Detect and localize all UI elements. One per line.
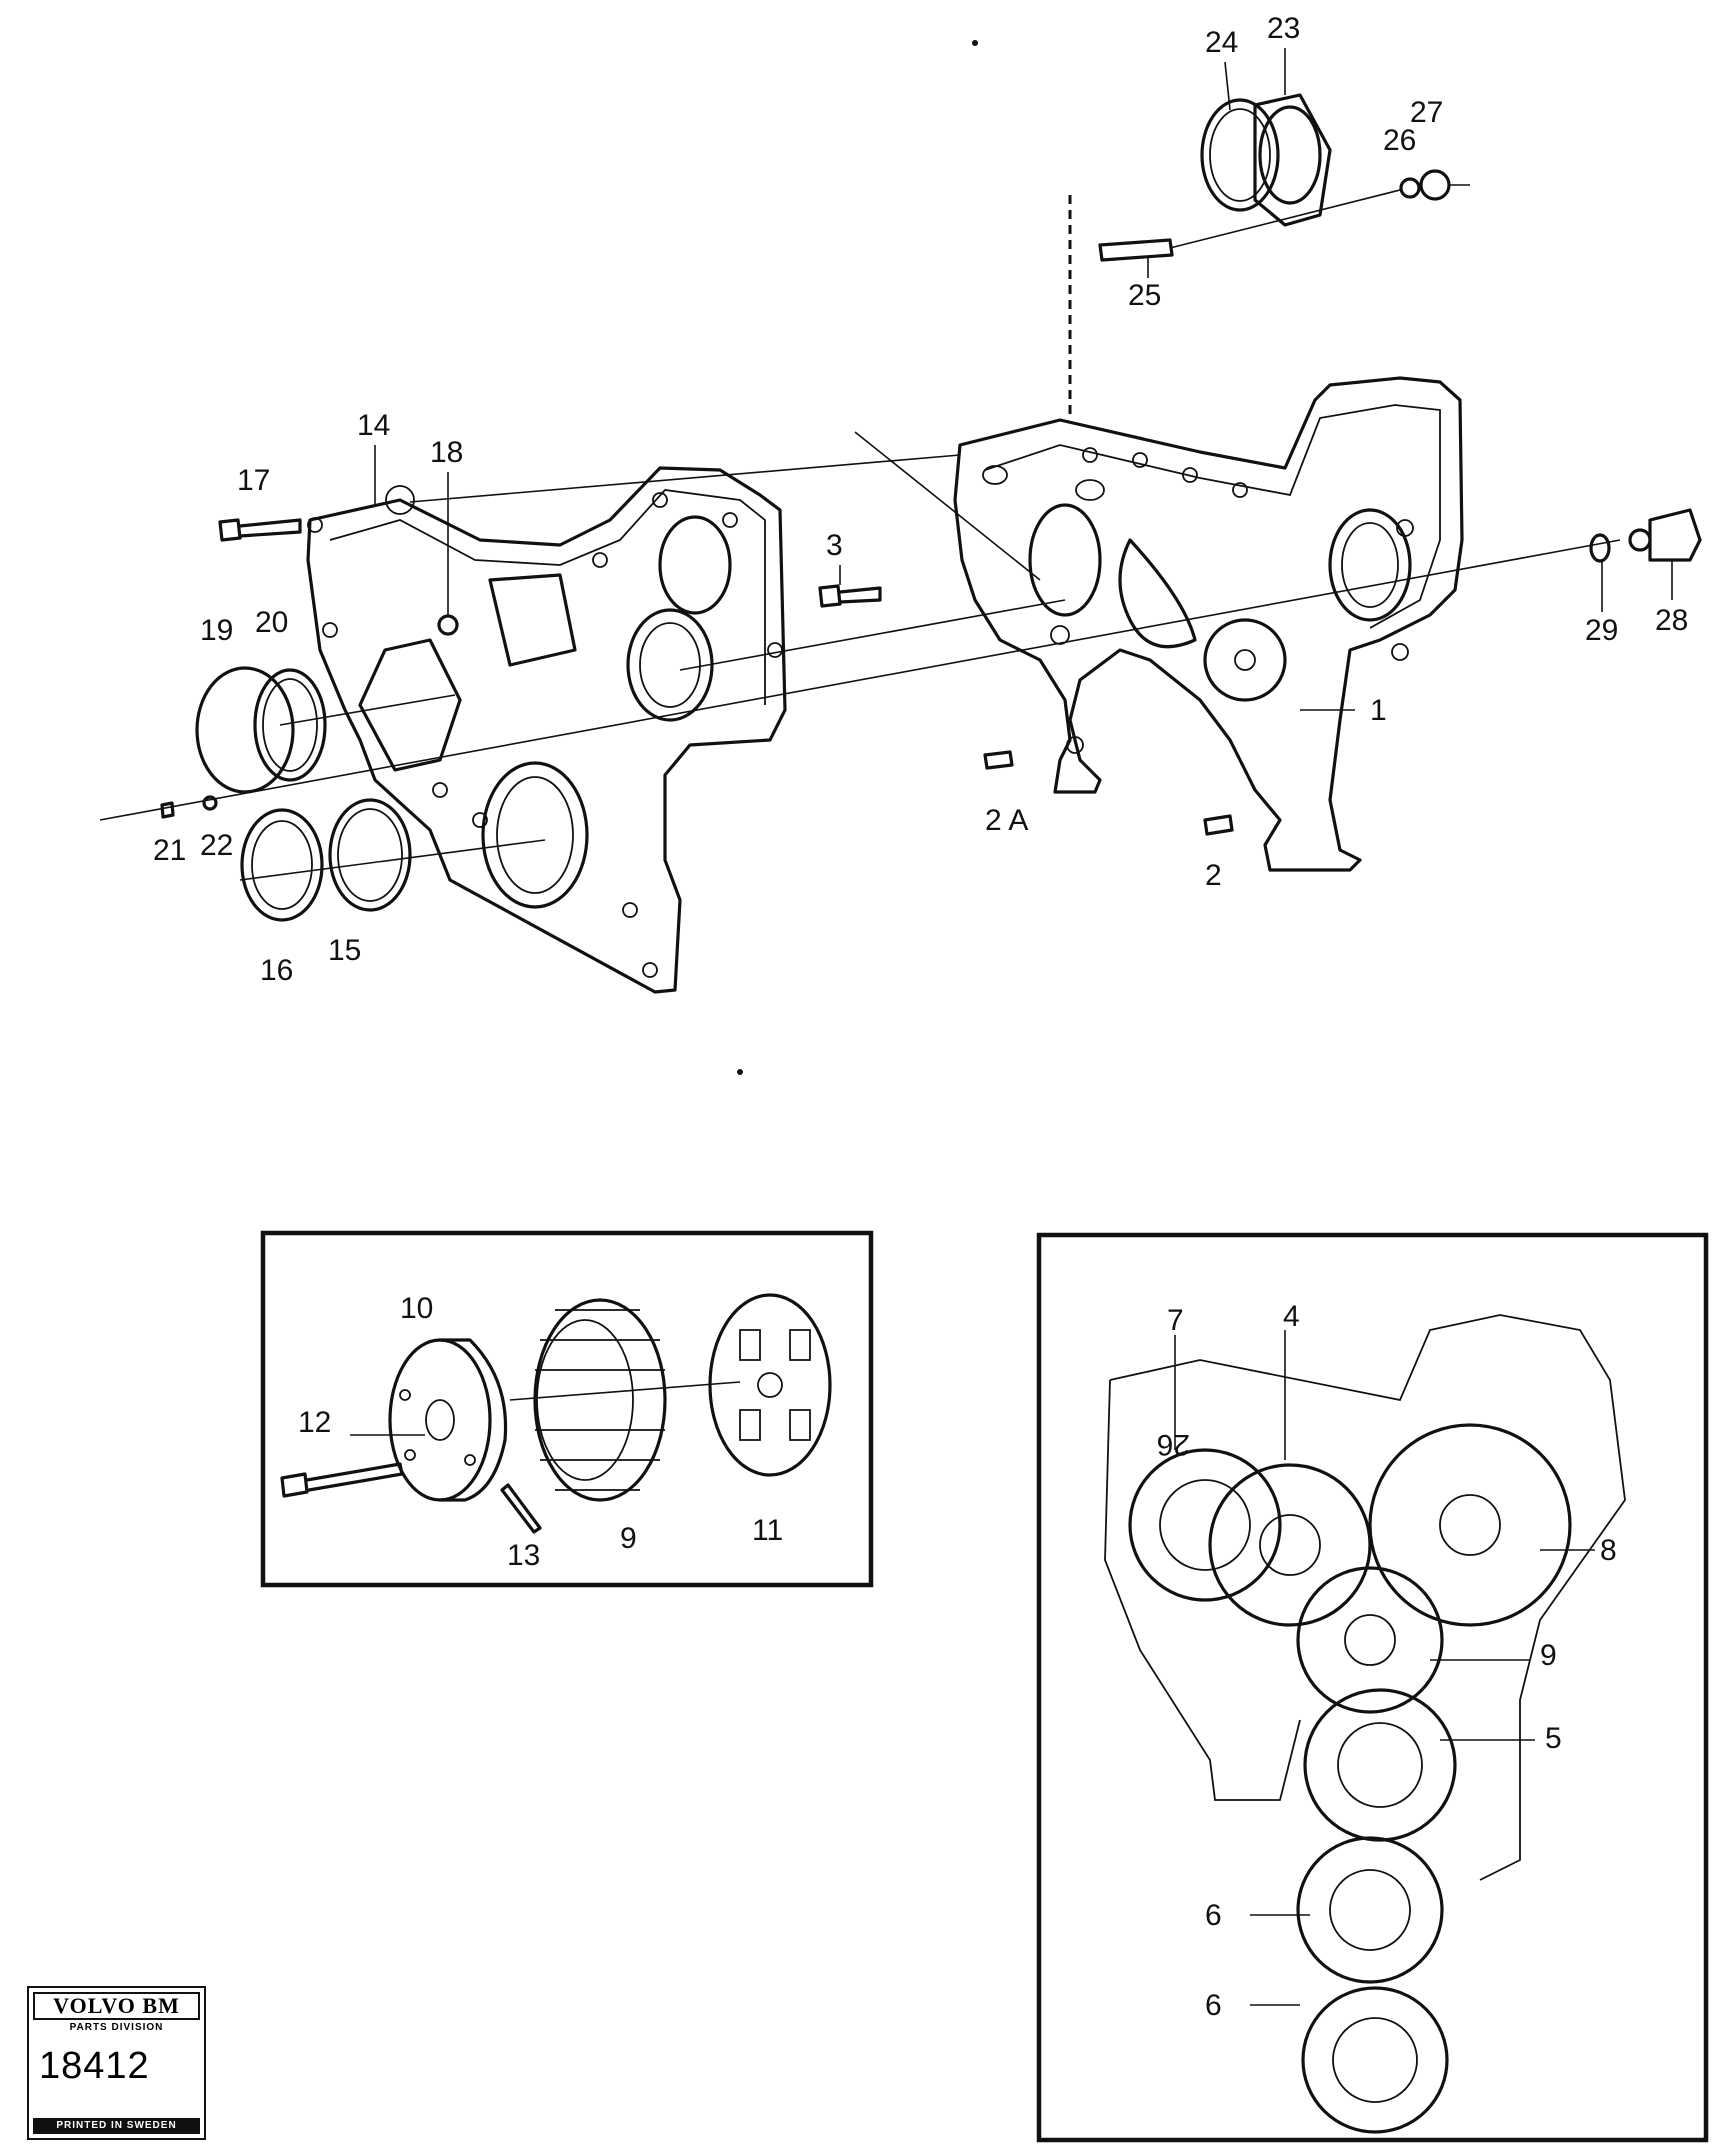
callout-17: 17	[237, 464, 270, 497]
volvo-bm-logo-block: VOLVO BM PARTS DIVISION 18412 PRINTED IN…	[27, 1986, 206, 2140]
callout-2a: 2 A	[985, 804, 1028, 837]
print-dot	[972, 40, 978, 46]
callout-24: 24	[1205, 26, 1238, 59]
idler-hub-detail	[280, 1293, 832, 1534]
callout-25: 25	[1128, 279, 1161, 312]
callout-18: 18	[430, 436, 463, 469]
detail-box-idler-hub	[260, 1230, 874, 1588]
drawing-number: 18412	[39, 2045, 150, 2087]
callout-13: 13	[507, 1539, 540, 1572]
callout-6-upper: 6	[1205, 1899, 1222, 1932]
alignment-lines	[99, 431, 1621, 881]
left-small-parts	[160, 508, 1702, 922]
callout-9-detail: 9	[620, 1522, 637, 1555]
callout-27: 27	[1410, 96, 1443, 129]
printed-in-label: PRINTED IN SWEDEN	[33, 2118, 200, 2134]
callout-22: 22	[200, 829, 233, 862]
callout-3: 3	[826, 529, 843, 562]
callout-2: 2	[1205, 859, 1222, 892]
callout-26: 26	[1383, 124, 1416, 157]
callout-29: 29	[1585, 614, 1618, 647]
top-right-parts	[1098, 93, 1470, 262]
callout-21: 21	[153, 834, 186, 867]
callout-labels: 1 2 2 A 3 14 15 16 17 18 19 20 21 22 23 …	[153, 12, 1688, 2022]
callout-12: 12	[298, 1406, 331, 1439]
callout-16: 16	[260, 954, 293, 987]
callout-1: 1	[1370, 694, 1387, 727]
callout-10: 10	[400, 1292, 433, 1325]
callout-11: 11	[752, 1514, 783, 1547]
callout-15: 15	[328, 934, 361, 967]
callout-8: 8	[1600, 1534, 1617, 1567]
print-dot	[737, 1069, 743, 1075]
timing-gear-casing	[953, 376, 1464, 872]
detail-box-gear-train	[1036, 1232, 1709, 2143]
callout-20: 20	[255, 606, 288, 639]
brand-name: VOLVO BM	[33, 1992, 200, 2020]
callout-9-gear: 9	[1540, 1639, 1557, 1672]
timing-gear-cover	[306, 466, 787, 994]
callout-7: 7	[1167, 1304, 1184, 1337]
callout-14: 14	[357, 409, 390, 442]
gear-train-detail	[1104, 1314, 1626, 2134]
callout-23: 23	[1267, 12, 1300, 45]
callout-5: 5	[1545, 1722, 1562, 1755]
callout-19: 19	[200, 614, 233, 647]
callout-28: 28	[1655, 604, 1688, 637]
division-label: PARTS DIVISION	[69, 2022, 164, 2033]
callout-26-gear: 26	[1157, 1428, 1190, 1461]
callout-4: 4	[1283, 1300, 1300, 1333]
callout-6-lower: 6	[1205, 1989, 1222, 2022]
